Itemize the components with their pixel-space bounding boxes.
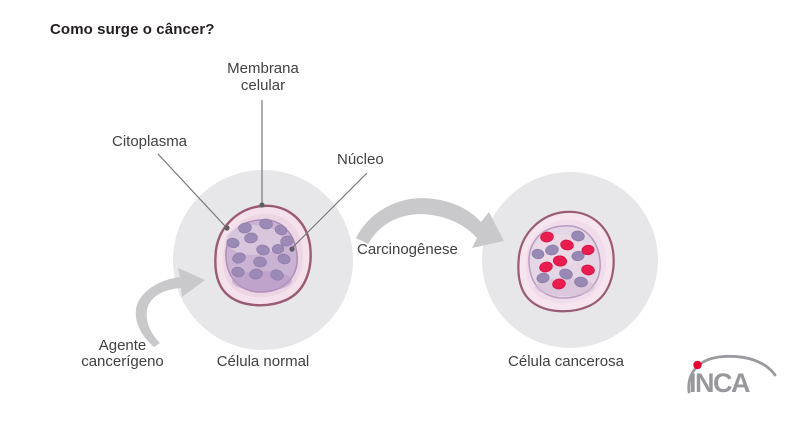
label-citoplasma: Citoplasma	[112, 133, 188, 150]
label-agente-cancerigeno: Agente cancerígeno	[75, 338, 170, 370]
membrane-pointer-dot	[259, 202, 265, 208]
cancer-chromatin-dots-red	[539, 231, 595, 290]
inca-logo-graphic: INCA	[687, 354, 777, 398]
carcinogenesis-arrow-icon	[356, 198, 504, 248]
cytoplasm-leader-line	[157, 153, 226, 227]
inca-logo: INCA	[684, 352, 780, 398]
inca-logo-arc	[687, 354, 777, 394]
caption-celula-cancerosa: Célula cancerosa	[508, 353, 624, 370]
carcinogen-arrow-icon	[135, 268, 205, 347]
label-agente-line2: cancerígeno	[81, 353, 164, 370]
nucleus-leader-line	[292, 172, 368, 248]
cancer-chromatin-dots-purple	[531, 230, 588, 288]
inca-logo-text: INCA	[689, 368, 750, 398]
inca-logo-red-dot	[693, 360, 702, 370]
cancer-cell	[482, 172, 658, 348]
caption-celula-normal: Célula normal	[216, 353, 310, 370]
normal-chromatin-dots	[226, 218, 294, 281]
nucleus-pointer-dot	[289, 246, 295, 252]
label-membrana-celular: Membrana celular	[203, 60, 323, 94]
leader-lines	[157, 100, 368, 252]
label-carcinogenese: Carcinogênese	[357, 241, 458, 258]
page-title: Como surge o câncer?	[50, 21, 215, 38]
label-agente-line1: Agente	[98, 337, 147, 354]
label-nucleo: Núcleo	[337, 151, 384, 168]
label-membrana-line2: celular	[240, 77, 286, 94]
cytoplasm-pointer-dot	[224, 225, 230, 231]
label-membrana-line1: Membrana	[227, 60, 299, 77]
normal-cell	[173, 170, 353, 350]
